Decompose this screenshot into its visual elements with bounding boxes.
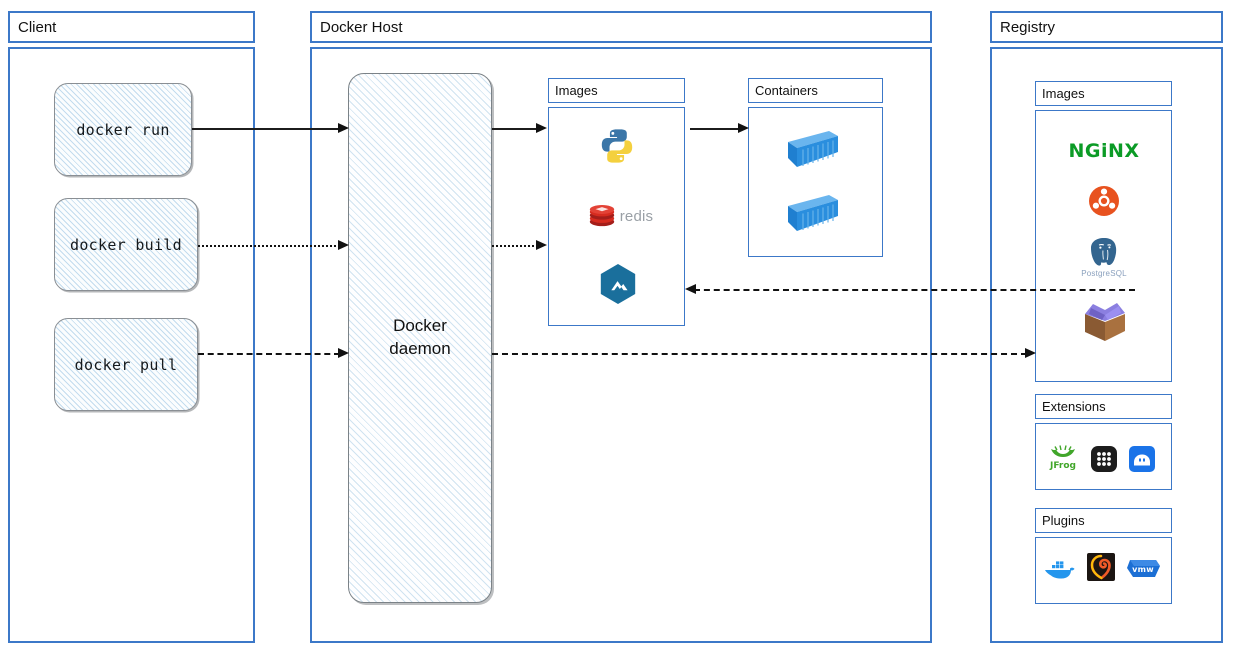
subgroup-label-registry-extensions: Extensions bbox=[1042, 399, 1106, 414]
nginx-logo-icon: NGiNX bbox=[1063, 138, 1145, 164]
panel-title-docker-host: Docker Host bbox=[310, 11, 932, 43]
edge-docker-run-to-daemon bbox=[192, 128, 340, 130]
redis-logo-label: redis bbox=[619, 207, 654, 225]
panel-title-client: Client bbox=[8, 11, 255, 43]
edge-arrowhead-pull-to-registry-images bbox=[1025, 347, 1036, 358]
redis-logo-icon: redis bbox=[588, 203, 654, 229]
jfrog-logo-label: JFrog bbox=[1050, 461, 1076, 471]
command-label-docker-pull: docker pull bbox=[74, 355, 178, 374]
daemon-label-line2: daemon bbox=[389, 339, 451, 358]
subgroup-title-registry-images: Images bbox=[1035, 81, 1172, 106]
subgroup-title-host-containers: Containers bbox=[748, 78, 883, 103]
edge-docker-build-to-daemon bbox=[198, 245, 340, 247]
jfrog-logo-icon: JFrog bbox=[1046, 444, 1080, 472]
edge-arrowhead-run-to-daemon bbox=[338, 122, 349, 133]
edge-arrowhead-build-to-daemon bbox=[338, 239, 349, 250]
edge-images-to-containers bbox=[690, 128, 740, 130]
command-box-docker-build[interactable]: docker build bbox=[54, 198, 198, 291]
command-box-docker-run[interactable]: docker run bbox=[54, 83, 192, 176]
subgroup-label-host-images: Images bbox=[555, 83, 598, 98]
subgroup-title-host-images: Images bbox=[548, 78, 685, 103]
edge-docker-pull-to-daemon bbox=[198, 353, 340, 355]
vmware-logo-label: vmw bbox=[1132, 564, 1154, 574]
panel-title-registry: Registry bbox=[990, 11, 1223, 43]
panel-label-client: Client bbox=[18, 18, 57, 36]
edge-arrowhead-images-to-containers bbox=[738, 122, 749, 133]
subgroup-body-host-containers bbox=[748, 107, 883, 257]
command-box-docker-pull[interactable]: docker pull bbox=[54, 318, 198, 411]
edge-arrowhead-daemon-to-images-build bbox=[536, 239, 547, 250]
subgroup-label-registry-images: Images bbox=[1042, 86, 1085, 101]
edge-daemon-to-images bbox=[492, 128, 538, 130]
nginx-logo-label: NGiNX bbox=[1068, 140, 1140, 162]
panel-label-docker-host: Docker Host bbox=[320, 18, 403, 36]
subgroup-title-registry-extensions: Extensions bbox=[1035, 394, 1172, 419]
subgroup-body-host-images bbox=[548, 107, 685, 326]
vmware-logo-icon: vmw bbox=[1124, 556, 1162, 582]
edge-registry-to-host-images bbox=[694, 289, 1135, 291]
shipping-container-icon bbox=[785, 192, 841, 234]
command-label-docker-build: docker build bbox=[70, 235, 182, 254]
edge-arrowhead-daemon-to-images bbox=[536, 122, 547, 133]
edge-daemon-to-images-build bbox=[492, 245, 538, 247]
alpine-hexagon-logo-icon bbox=[598, 263, 638, 305]
edge-pull-to-registry-images bbox=[492, 353, 1027, 355]
shipping-container-icon bbox=[785, 128, 841, 170]
subgroup-title-registry-plugins: Plugins bbox=[1035, 508, 1172, 533]
app-grid-icon bbox=[1091, 446, 1117, 472]
grafana-logo-icon bbox=[1087, 553, 1115, 581]
edge-arrowhead-registry-to-host-images bbox=[685, 283, 696, 294]
ubuntu-logo-icon bbox=[1088, 185, 1120, 217]
subgroup-label-host-containers: Containers bbox=[755, 83, 818, 98]
panel-label-registry: Registry bbox=[1000, 18, 1056, 36]
open-box-package-icon bbox=[1077, 296, 1133, 344]
command-label-docker-run: docker run bbox=[76, 120, 170, 139]
python-logo-icon bbox=[598, 127, 636, 165]
docker-daemon-box: Docker daemon bbox=[348, 73, 492, 603]
postgresql-logo-label: PostgreSQL bbox=[1081, 268, 1127, 278]
subgroup-label-registry-plugins: Plugins bbox=[1042, 513, 1085, 528]
blue-extension-icon bbox=[1129, 446, 1155, 472]
edge-arrowhead-pull-to-daemon bbox=[338, 347, 349, 358]
postgresql-logo-icon: PostgreSQL bbox=[1081, 236, 1127, 278]
docker-whale-icon bbox=[1043, 556, 1077, 584]
daemon-label-line1: Docker bbox=[393, 316, 447, 336]
